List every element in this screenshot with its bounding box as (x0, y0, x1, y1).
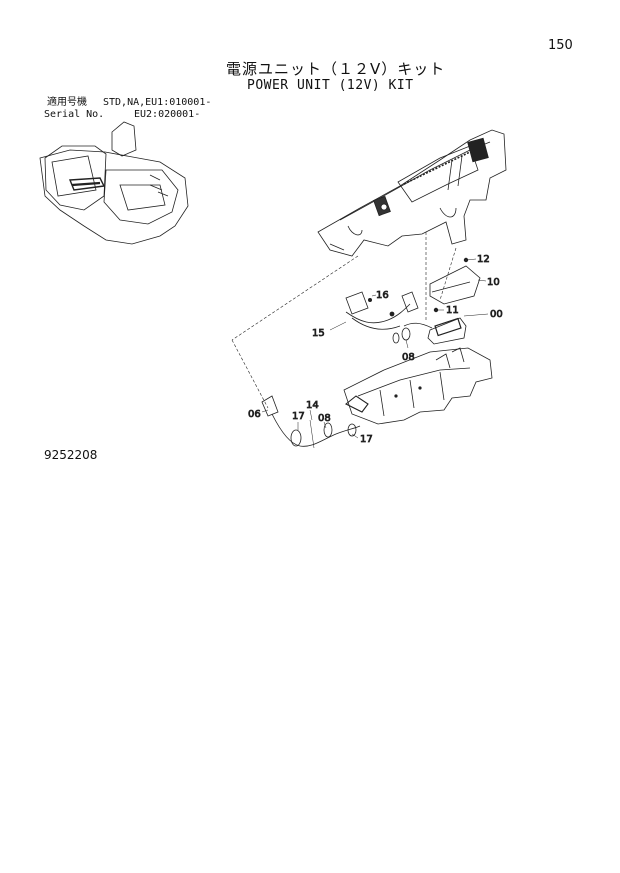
serial-label-english: Serial No. (44, 109, 105, 120)
lower-frame (343, 347, 493, 425)
callout-08-lower: 08 (318, 413, 331, 424)
power-unit-assembly (403, 257, 481, 345)
title-english: POWER UNIT (12V) KIT (247, 78, 414, 93)
serial-range-1: STD,NA,EU1:010001- (103, 97, 212, 108)
page-number: 150 (548, 38, 573, 53)
machine-thumbnail (39, 121, 189, 245)
callout-12: 12 (477, 254, 490, 265)
leader-lines (231, 232, 457, 409)
callout-14: 14 (306, 400, 319, 411)
title-japanese: 電源ユニット（１２V）キット (226, 60, 446, 78)
callout-15: 15 (312, 328, 325, 339)
callout-leaders (261, 258, 489, 439)
upper-frame-assembly (317, 129, 507, 257)
callout-08-upper: 08 (402, 352, 415, 363)
callout-10: 10 (487, 277, 500, 288)
callout-06: 06 (248, 409, 261, 420)
callout-17-right: 17 (360, 434, 373, 445)
harness-connectors (345, 291, 419, 344)
serial-range-2: EU2:020001- (134, 109, 201, 120)
callout-00: 00 (490, 309, 503, 320)
callout-17-left: 17 (292, 411, 305, 422)
callout-16: 16 (376, 290, 389, 301)
serial-label-japanese: 適用号機 (47, 97, 87, 108)
socket-harness (261, 395, 361, 449)
callout-11: 11 (446, 305, 459, 316)
figure-number: 9252208 (44, 448, 98, 462)
